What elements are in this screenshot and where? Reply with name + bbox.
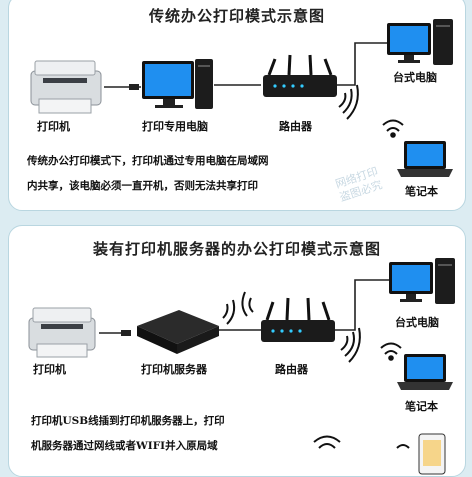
desktop-label: 台式电脑 — [395, 316, 439, 329]
phone-wifi-icon — [396, 444, 410, 449]
print-server-mode-description: 打印机USB线插到打印机服务器上，打印 机服务器通过网线或者WIFI并入原局域 — [31, 409, 321, 459]
description-line-2: 内共享，该电脑必须一直开机，否则无法共享打印 — [27, 180, 258, 192]
description-line-1: 打印机USB线插到打印机服务器上，打印 — [31, 415, 225, 427]
router-label: 路由器 — [279, 120, 312, 133]
laptop-wifi-icon — [380, 342, 402, 361]
print-server-network-diagram — [28, 258, 455, 475]
router-right-wifi-icon — [340, 327, 361, 363]
printer-label: 打印机 — [33, 363, 66, 376]
laptop-icon — [397, 354, 453, 390]
lan-cable-desktop — [335, 42, 387, 86]
laptop-icon — [397, 141, 453, 177]
print-pc-label: 打印专用电脑 — [142, 120, 208, 133]
print-server-icon — [137, 310, 219, 354]
description-line-2: 机服务器通过网线或者WIFI并入原局域 — [31, 440, 218, 452]
print-server-wifi-icon — [222, 299, 236, 325]
traditional-network-diagram — [30, 19, 453, 177]
print-server-label: 打印机服务器 — [141, 363, 207, 376]
router-label: 路由器 — [275, 363, 308, 376]
router-icon — [263, 54, 337, 97]
printer-icon — [28, 307, 96, 358]
phone-icon — [418, 433, 446, 475]
desktop-computer-icon — [387, 19, 453, 65]
laptop-label: 笔记本 — [405, 400, 438, 413]
traditional-mode-panel: 传统办公打印模式示意图 — [8, 0, 466, 211]
laptop-label: 笔记本 — [405, 185, 438, 198]
description-line-1: 传统办公打印模式下，打印机通过专用电脑在局域网 — [27, 155, 269, 167]
router-icon — [261, 297, 335, 342]
usb-plug — [129, 84, 139, 90]
traditional-mode-description: 传统办公打印模式下，打印机通过专用电脑在局域网 内共享，该电脑必须一直开机，否则… — [27, 149, 367, 199]
print-server-mode-panel: 装有打印机服务器的办公打印模式示意图 — [8, 225, 466, 477]
bottom-wifi-icon — [313, 435, 341, 449]
desktop-computer-icon — [389, 258, 455, 304]
print-server-mode-title: 装有打印机服务器的办公打印模式示意图 — [92, 240, 381, 258]
lan-cable-desktop — [331, 279, 389, 331]
traditional-mode-title: 传统办公打印模式示意图 — [148, 7, 325, 25]
printer-icon — [30, 60, 102, 114]
desktop-label: 台式电脑 — [393, 71, 437, 84]
usb-plug — [121, 330, 131, 336]
printer-label: 打印机 — [37, 120, 70, 133]
wifi-signal-icon — [338, 84, 359, 120]
print-pc-icon — [142, 59, 213, 109]
router-left-wifi-icon — [241, 291, 254, 317]
laptop-wifi-icon — [382, 119, 404, 138]
